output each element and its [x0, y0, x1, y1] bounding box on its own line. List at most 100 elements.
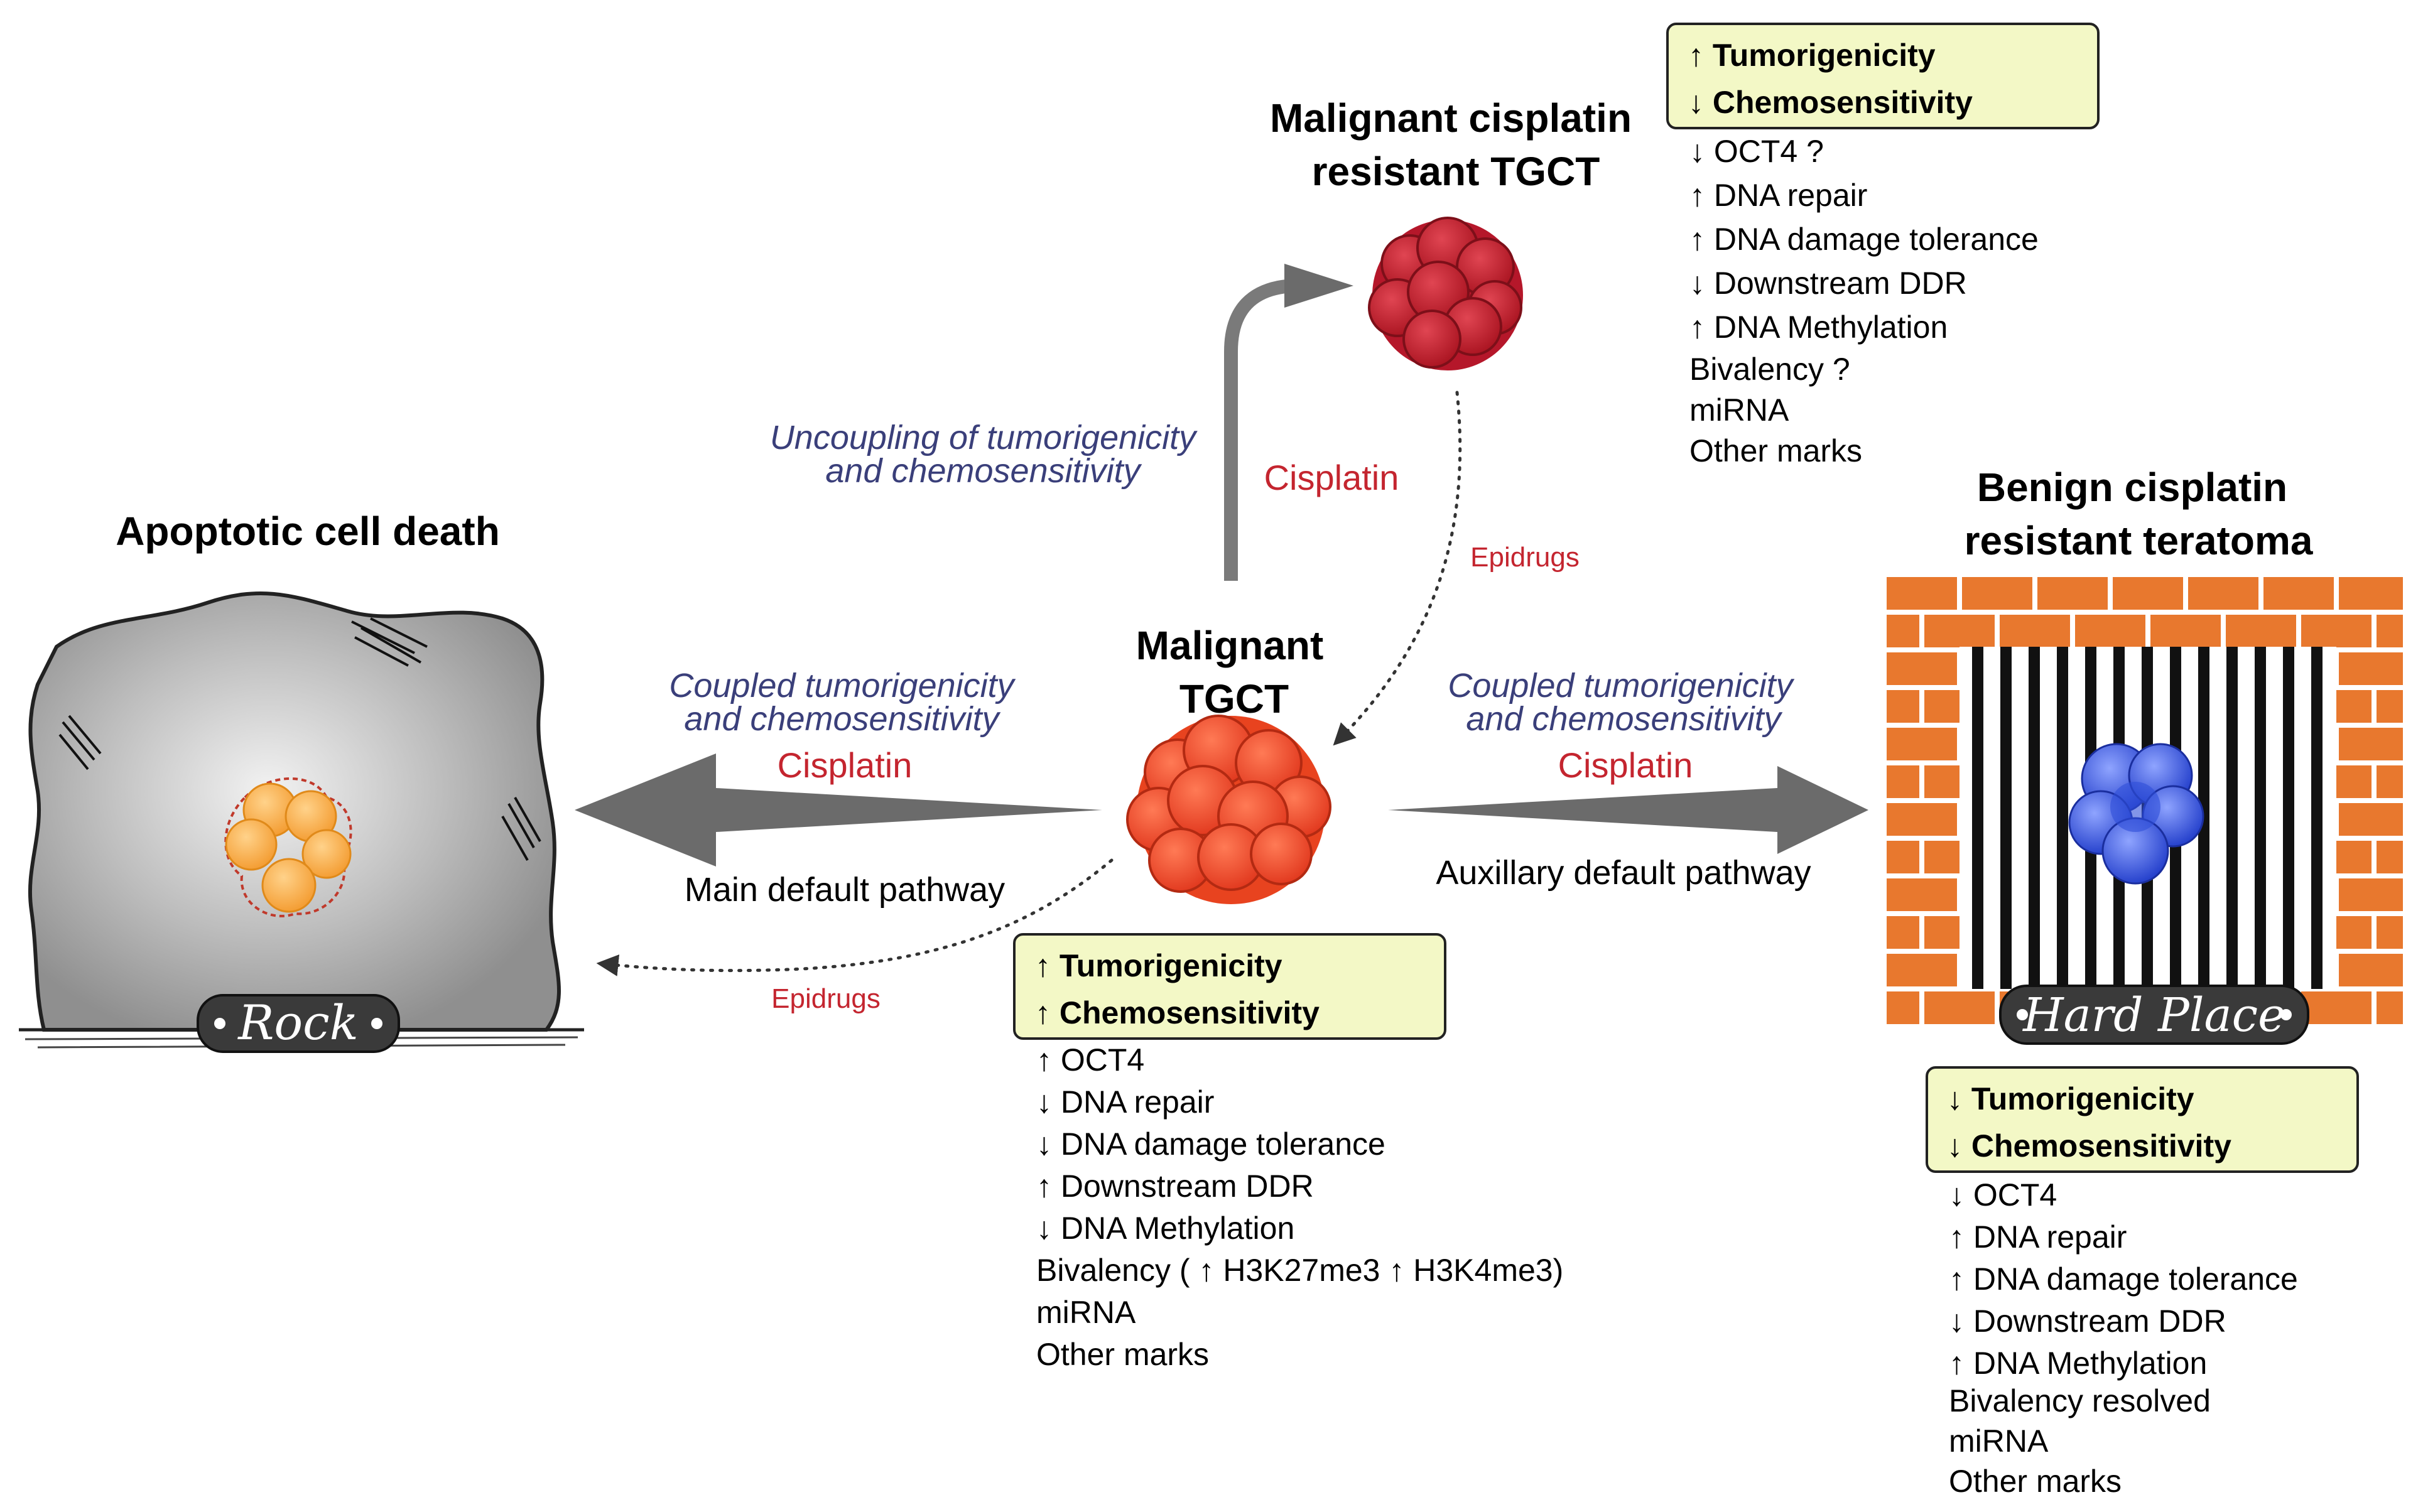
main-pathway-arrow [575, 753, 1102, 867]
brick [2334, 723, 2408, 765]
top-summary-box: ↑ Tumorigenicity ↓ Chemosensitivity [1666, 23, 2100, 129]
prison-bar [2283, 647, 2294, 989]
list-item: ↑ DNA Methylation [1949, 1346, 2207, 1381]
malignant-tgct-title-line2: TGCT [1179, 676, 1289, 721]
brick [1882, 873, 1962, 916]
brick [2296, 986, 2377, 1029]
brick [1882, 986, 1924, 1029]
brick [2372, 986, 2408, 1029]
benign-title-line1: Benign cisplatin [1977, 465, 2287, 510]
brick [2372, 610, 2408, 652]
right-box-line2: ↓ Chemosensitivity [1947, 1128, 2231, 1164]
brick [2032, 572, 2113, 615]
cisplatin-right-label: Cisplatin [1558, 745, 1693, 785]
center-summary-box: ↑ Tumorigenicity ↑ Chemosensitivity [1013, 933, 1446, 1040]
apoptotic-cell-cluster [224, 777, 352, 917]
prison-bar [2311, 647, 2323, 989]
brick [1919, 986, 2000, 1029]
list-item: ↑ DNA Methylation [1689, 310, 1948, 345]
apoptotic-title: Apoptotic cell death [116, 509, 500, 554]
list-item: ↓ OCT4 ? [1689, 134, 1824, 169]
brick [2145, 610, 2226, 652]
resistant-cell [1402, 310, 1461, 369]
rock-label-text: Rock [237, 995, 359, 1050]
right-box-line1: ↓ Tumorigenicity [1947, 1081, 2194, 1116]
auxiliary-pathway-arrow [1388, 766, 1868, 854]
brick [2372, 911, 2408, 954]
epidrugs-top-arrow [1333, 391, 1462, 746]
uncoupling-label-line2: and chemosensitivity [825, 452, 1142, 490]
coupled-left-label-line1: Coupled tumorigenicity [669, 667, 1016, 705]
brick [2070, 610, 2150, 652]
benign-title-line2: resistant teratoma [1965, 518, 2313, 563]
top-box-line1: ↑ Tumorigenicity [1688, 38, 1936, 73]
list-item: ↓ OCT4 [1949, 1177, 2057, 1212]
brick [2296, 610, 2377, 652]
brick [1882, 798, 1962, 841]
prison-bar [2226, 647, 2238, 989]
uncoupling-arrow [1224, 279, 1294, 581]
resistant-tgct-cell-cluster [1368, 217, 1523, 370]
brick [1882, 760, 1924, 803]
malignant-tgct-title-line1: Malignant [1136, 623, 1324, 668]
brick [1957, 572, 2037, 615]
epidrugs-left-label: Epidrugs [771, 983, 881, 1014]
prison-bar [1972, 647, 1983, 989]
tumor-cell [1250, 823, 1313, 885]
list-item: Bivalency resolved [1949, 1383, 2211, 1418]
brick [2372, 685, 2408, 728]
brick [2183, 572, 2263, 615]
resistant-tgct-title-line1: Malignant cisplatin [1270, 95, 1632, 141]
brick [1919, 610, 2000, 652]
right-summary-box: ↓ Tumorigenicity ↓ Chemosensitivity [1926, 1066, 2359, 1173]
brick [2334, 647, 2408, 690]
brick [2372, 760, 2408, 803]
list-item: ↓ Downstream DDR [1949, 1304, 2226, 1339]
brick [2334, 873, 2408, 916]
list-item: ↑ DNA damage tolerance [1689, 222, 2039, 257]
teratoma-cell-cluster [2068, 743, 2204, 885]
prison-bar [2000, 647, 2012, 989]
center-box-line2: ↑ Chemosensitivity [1035, 995, 1320, 1030]
list-item: ↓ DNA Methylation [1036, 1211, 1294, 1246]
center-marker-list: ↑ OCT4 ↓ DNA repair ↓ DNA damage toleran… [1036, 1042, 1563, 1372]
list-item: Bivalency ( ↑ H3K27me3 ↑ H3K4me3) [1036, 1253, 1563, 1288]
list-item: ↓ Downstream DDR [1689, 266, 1967, 301]
cisplatin-left-label: Cisplatin [778, 745, 913, 785]
rock-label: Rock [197, 994, 400, 1053]
list-item: ↑ DNA repair [1689, 178, 1867, 213]
prison-bars [1972, 647, 2323, 989]
coupled-right-label-line2: and chemosensitivity [1466, 700, 1782, 738]
coupled-left-label-line2: and chemosensitivity [684, 700, 1000, 738]
main-pathway-label: Main default pathway [685, 871, 1005, 909]
brick [1882, 647, 1962, 690]
prison-bar [2057, 647, 2068, 989]
list-item: Other marks [1036, 1337, 1209, 1372]
coupled-right-label-line1: Coupled tumorigenicity [1448, 667, 1794, 705]
brick [2221, 610, 2301, 652]
brick [1882, 723, 1962, 765]
brick [1882, 836, 1924, 878]
brick [1882, 572, 1962, 615]
list-item: ↑ OCT4 [1036, 1042, 1144, 1077]
center-box-line1: ↑ Tumorigenicity [1035, 948, 1282, 983]
list-item: ↑ DNA damage tolerance [1949, 1261, 2298, 1297]
uncoupling-label-line1: Uncoupling of tumorigenicity [770, 419, 1198, 456]
resistant-tgct-title-line2: resistant TGCT [1312, 149, 1600, 194]
brick [1882, 911, 1924, 954]
list-item: miRNA [1949, 1423, 2049, 1459]
brick [2108, 572, 2188, 615]
list-item: miRNA [1036, 1295, 1136, 1330]
prison-bar [2255, 647, 2266, 989]
list-item: Other marks [1949, 1464, 2122, 1499]
epidrugs-top-label: Epidrugs [1470, 542, 1580, 573]
list-item: ↓ DNA repair [1036, 1084, 1214, 1120]
rock-crack-marks [58, 617, 541, 861]
brick [1882, 610, 1924, 652]
brick [2334, 798, 2408, 841]
list-item: ↑ DNA repair [1949, 1219, 2127, 1255]
epidrugs-left-arrow [596, 858, 1114, 976]
brick [2334, 949, 2408, 991]
hard-place-label-text: Hard Place [2022, 988, 2285, 1042]
